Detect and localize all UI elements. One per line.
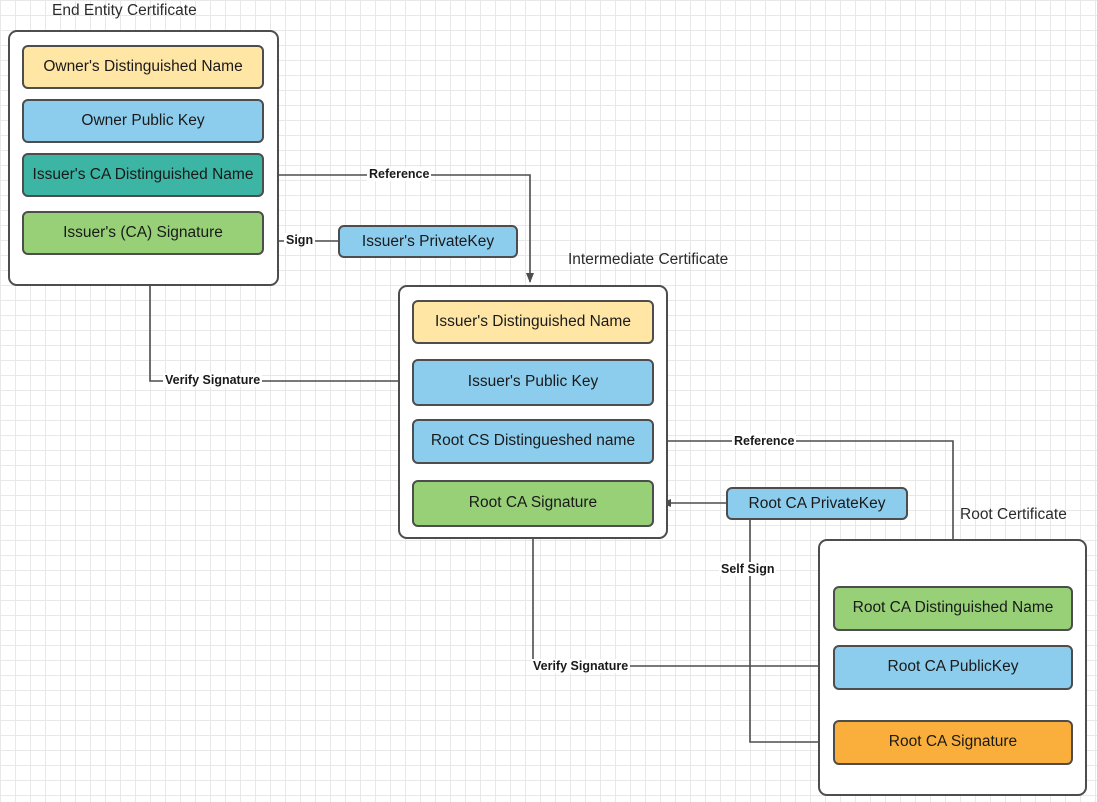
edge-label-verify-signature-top: Verify Signature xyxy=(163,373,263,387)
field-owner-public-key[interactable]: Owner Public Key xyxy=(22,99,264,143)
edge-self-sign xyxy=(749,517,828,746)
edge-label-self-sign: Self Sign xyxy=(719,562,777,576)
edge-label-verify-signature-bottom: Verify Signature xyxy=(531,659,631,673)
key-root-ca-privatekey[interactable]: Root CA PrivateKey xyxy=(726,487,908,520)
key-issuers-privatekey[interactable]: Issuer's PrivateKey xyxy=(338,225,518,258)
group-title-end-entity: End Entity Certificate xyxy=(52,2,197,19)
field-intermediate-root-ca-signature[interactable]: Root CA Signature xyxy=(412,480,654,527)
field-owner-distinguished-name[interactable]: Owner's Distinguished Name xyxy=(22,45,264,89)
field-root-cs-distingueshed-name[interactable]: Root CS Distingueshed name xyxy=(412,419,654,464)
field-issuer-ca-distinguished-name[interactable]: Issuer's CA Distinguished Name xyxy=(22,153,264,197)
field-root-ca-publickey[interactable]: Root CA PublicKey xyxy=(833,645,1073,690)
edge-label-reference-top: Reference xyxy=(367,167,432,181)
field-root-ca-distinguished-name[interactable]: Root CA Distinguished Name xyxy=(833,586,1073,631)
field-issuer-distinguished-name[interactable]: Issuer's Distinguished Name xyxy=(412,300,654,344)
edge-verify-signature-bottom xyxy=(529,527,833,667)
edge-label-sign: Sign xyxy=(284,233,316,247)
field-issuer-ca-signature[interactable]: Issuer's (CA) Signature xyxy=(22,211,264,255)
group-title-root: Root Certificate xyxy=(960,506,1067,523)
edge-label-reference-bottom: Reference xyxy=(732,434,797,448)
group-title-intermediate: Intermediate Certificate xyxy=(568,251,729,268)
field-root-ca-signature[interactable]: Root CA Signature xyxy=(833,720,1073,765)
field-issuers-public-key[interactable]: Issuer's Public Key xyxy=(412,359,654,406)
